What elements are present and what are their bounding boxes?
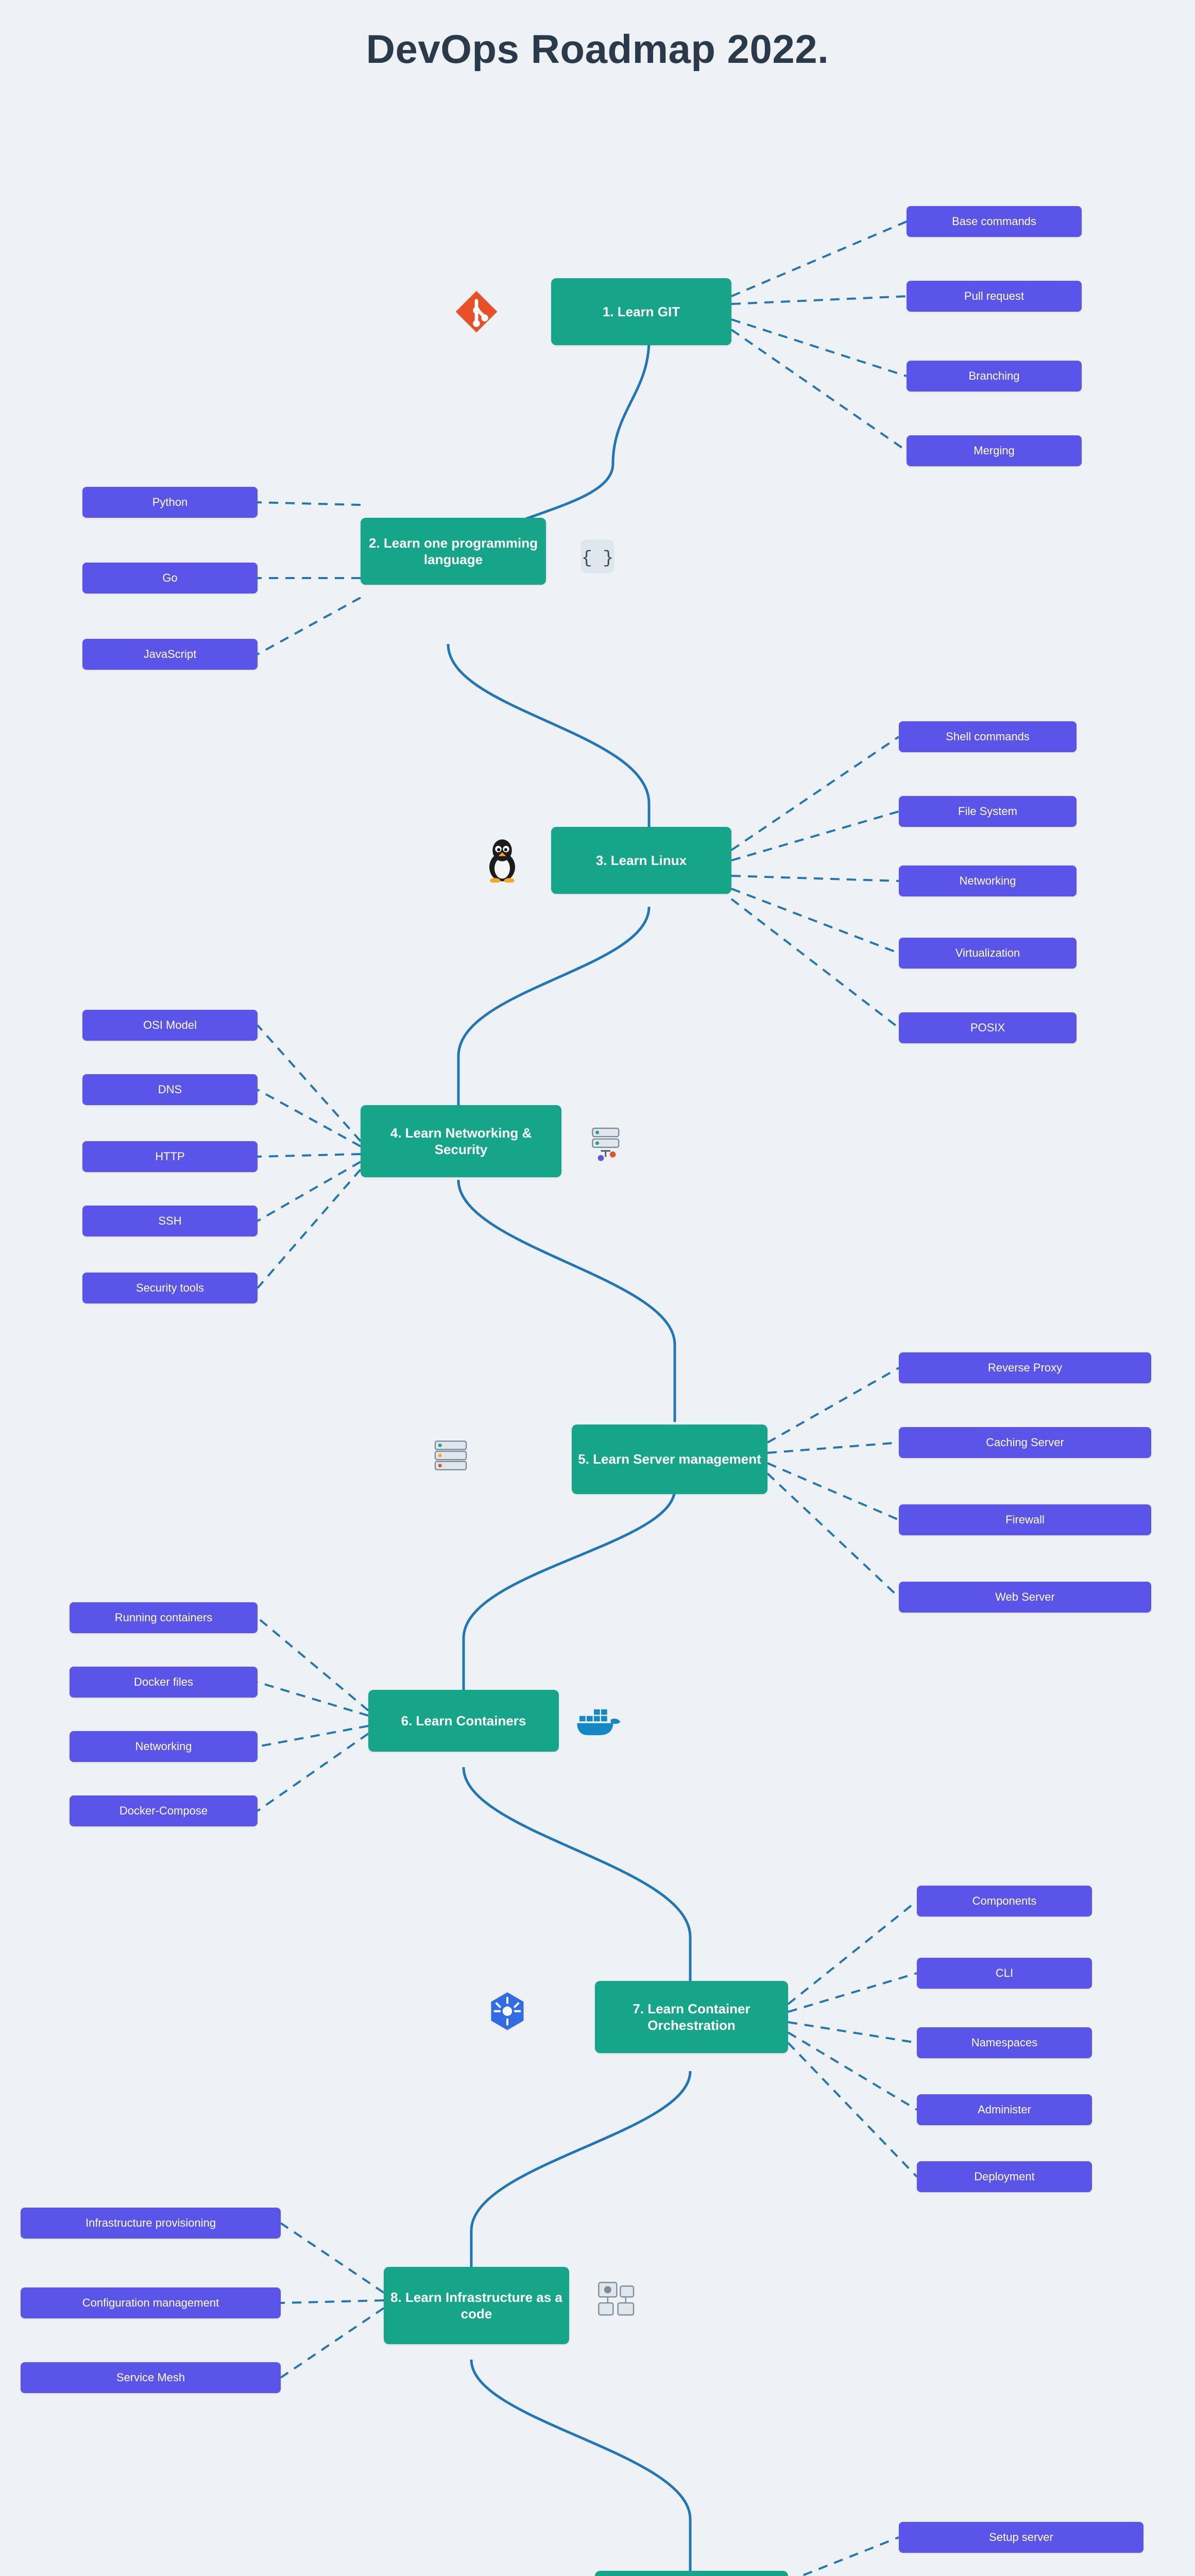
svg-text:{ }: { } xyxy=(582,549,613,569)
node-iac[interactable]: 8. Learn Infrastructure as a code xyxy=(384,2267,569,2344)
node-orchestration[interactable]: 7. Learn Container Orchestration xyxy=(595,1981,788,2053)
leaf-git-0[interactable]: Base commands xyxy=(907,206,1082,237)
leaf-containers-0[interactable]: Running containers xyxy=(70,1602,258,1633)
leaf-containers-2[interactable]: Networking xyxy=(70,1731,258,1762)
leaf-server-2[interactable]: Firewall xyxy=(899,1504,1151,1535)
network-security-icon xyxy=(587,1123,634,1164)
node-programming[interactable]: 2. Learn one programming language xyxy=(361,518,546,585)
leaf-server-1[interactable]: Caching Server xyxy=(899,1427,1151,1458)
server-rack-icon xyxy=(428,1435,474,1476)
leaf-iac-2[interactable]: Service Mesh xyxy=(21,2362,281,2393)
leaf-linux-3[interactable]: Virtualization xyxy=(899,938,1077,969)
leaf-orchestration-3[interactable]: Administer xyxy=(917,2094,1092,2125)
leaf-containers-1[interactable]: Docker files xyxy=(70,1667,258,1698)
leaf-orchestration-0[interactable]: Components xyxy=(917,1886,1092,1917)
leaf-networking-4[interactable]: Security tools xyxy=(82,1273,258,1303)
leaf-linux-4[interactable]: POSIX xyxy=(899,1012,1077,1043)
linux-penguin-icon xyxy=(479,835,525,884)
leaf-orchestration-2[interactable]: Namespaces xyxy=(917,2027,1092,2058)
leaf-containers-3[interactable]: Docker-Compose xyxy=(70,1795,258,1826)
cicd-loop-icon xyxy=(453,2568,525,2576)
leaf-networking-1[interactable]: DNS xyxy=(82,1074,258,1105)
leaf-programming-2[interactable]: JavaScript xyxy=(82,639,258,670)
code-braces-icon: { } xyxy=(577,536,618,577)
leaf-server-0[interactable]: Reverse Proxy xyxy=(899,1352,1151,1383)
leaf-git-3[interactable]: Merging xyxy=(907,435,1082,466)
leaf-iac-0[interactable]: Infrastructure provisioning xyxy=(21,2208,281,2239)
page-title: DevOps Roadmap 2022. xyxy=(366,26,829,72)
leaf-networking-2[interactable]: HTTP xyxy=(82,1141,258,1172)
leaf-linux-2[interactable]: Networking xyxy=(899,866,1077,896)
leaf-orchestration-4[interactable]: Deployment xyxy=(917,2161,1092,2192)
git-icon xyxy=(453,289,500,335)
docker-whale-icon xyxy=(572,1700,623,1741)
leaf-programming-1[interactable]: Go xyxy=(82,563,258,594)
node-server[interactable]: 5. Learn Server management xyxy=(572,1425,767,1494)
leaf-orchestration-1[interactable]: CLI xyxy=(917,1958,1092,1989)
leaf-linux-1[interactable]: File System xyxy=(899,796,1077,827)
leaf-git-2[interactable]: Branching xyxy=(907,361,1082,392)
node-containers[interactable]: 6. Learn Containers xyxy=(368,1690,559,1752)
kubernetes-icon xyxy=(484,1989,531,2035)
node-git[interactable]: 1. Learn GIT xyxy=(551,278,731,345)
leaf-linux-0[interactable]: Shell commands xyxy=(899,721,1077,752)
node-cicd[interactable]: 9. Learn CI/CD xyxy=(595,2571,788,2576)
leaf-networking-3[interactable]: SSH xyxy=(82,1206,258,1236)
leaf-git-1[interactable]: Pull request xyxy=(907,281,1082,312)
leaf-networking-0[interactable]: OSI Model xyxy=(82,1010,258,1041)
node-linux[interactable]: 3. Learn Linux xyxy=(551,827,731,894)
infrastructure-code-icon xyxy=(592,2277,639,2321)
leaf-programming-0[interactable]: Python xyxy=(82,487,258,518)
leaf-cicd-0[interactable]: Setup server xyxy=(899,2522,1143,2553)
leaf-iac-1[interactable]: Configuration management xyxy=(21,2287,281,2318)
node-networking[interactable]: 4. Learn Networking & Security xyxy=(361,1105,561,1177)
leaf-server-3[interactable]: Web Server xyxy=(899,1582,1151,1613)
